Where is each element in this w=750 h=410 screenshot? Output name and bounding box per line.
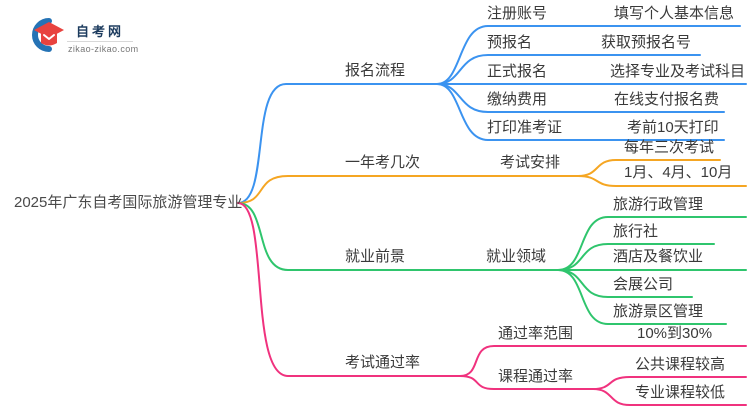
leaf-get-preregistration-number: 获取预报名号: [601, 34, 692, 51]
leaf-online-payment: 在线支付报名费: [614, 91, 720, 108]
leaf-tourism-administration: 旅游行政管理: [613, 196, 704, 213]
node-employment-fields: 就业领域: [486, 248, 547, 265]
node-pre-registration: 预报名: [487, 34, 533, 51]
leaf-choose-major-subjects: 选择专业及考试科目: [610, 63, 746, 80]
leaf-major-courses-lower: 专业课程较低: [635, 384, 726, 401]
leaf-scenic-area-management: 旅游景区管理: [613, 303, 704, 320]
branch-lines-pass-rate: [237, 202, 747, 406]
leaf-exam-months: 1月、4月、10月: [624, 164, 733, 181]
node-print-admission-ticket: 打印准考证: [487, 119, 563, 136]
leaf-three-exams-per-year: 每年三次考试: [624, 139, 715, 156]
leaf-travel-agency: 旅行社: [613, 223, 659, 240]
leaf-exhibition-company: 会展公司: [613, 276, 674, 293]
branch-lines-exam-times: [237, 159, 747, 204]
leaf-print-10-days-before: 考前10天打印: [627, 119, 719, 136]
branch-lines-career: [237, 202, 747, 325]
leaf-fill-personal-info: 填写个人基本信息: [614, 5, 735, 22]
branch-career-prospects: 就业前景: [345, 248, 406, 265]
leaf-pass-rate-value: 10%到30%: [637, 325, 713, 342]
site-url: zikao-zikao.com: [68, 44, 139, 54]
node-course-pass-rate: 课程通过率: [498, 368, 574, 385]
branch-exams-per-year: 一年考几次: [345, 154, 421, 171]
site-logo: 自考网 zikao-zikao.com: [30, 15, 140, 59]
graduation-cap-icon: [32, 18, 64, 52]
node-exam-schedule: 考试安排: [500, 154, 561, 171]
root-node: 2025年广东自考国际旅游管理专业: [14, 194, 243, 211]
branch-lines-registration: [237, 25, 747, 204]
branch-registration-process: 报名流程: [345, 62, 406, 79]
leaf-public-courses-higher: 公共课程较高: [635, 356, 726, 373]
node-pay-fees: 缴纳费用: [487, 91, 548, 108]
node-formal-registration: 正式报名: [487, 63, 548, 80]
leaf-hotel-catering: 酒店及餐饮业: [613, 248, 704, 265]
node-pass-rate-range: 通过率范围: [498, 325, 574, 342]
branch-exam-pass-rate: 考试通过率: [345, 354, 421, 371]
node-register-account: 注册账号: [487, 5, 548, 22]
site-name: 自考网: [76, 24, 125, 39]
logo-divider: [67, 41, 133, 42]
